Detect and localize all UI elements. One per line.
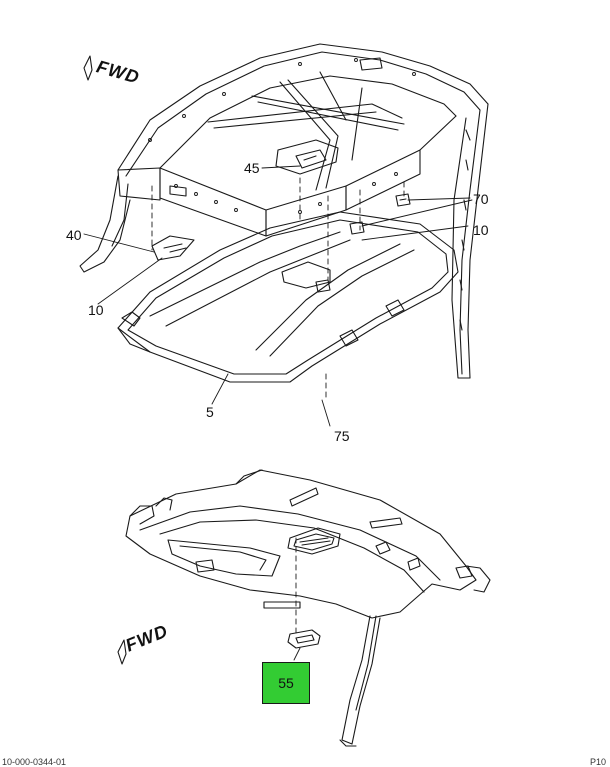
leader-lines	[83, 165, 473, 427]
callout-10-left: 10	[88, 302, 104, 318]
callout-5: 5	[206, 404, 214, 420]
callout-45: 45	[244, 160, 260, 176]
part-40-bracket	[151, 235, 195, 261]
callout-10-right: 10	[473, 222, 489, 238]
footer-page-code: P10	[589, 757, 606, 767]
callout-70: 70	[473, 191, 489, 207]
roof-frame	[79, 43, 489, 379]
footer-drawing-number: 10-000-0344-01	[2, 757, 67, 767]
fwd-arrow-top-icon	[83, 55, 93, 81]
callout-40: 40	[66, 227, 82, 243]
callout-55-highlight[interactable]: 55	[262, 662, 310, 704]
leader-55	[293, 647, 301, 661]
part-5-headliner	[117, 211, 459, 383]
part-45-overhead-bracket	[275, 139, 339, 175]
lower-cab-roof-assembly	[125, 469, 491, 747]
callout-75: 75	[334, 428, 350, 444]
assembly-guide-lines	[151, 177, 405, 637]
fwd-arrow-bottom-icon	[117, 639, 127, 665]
callout-55-text: 55	[278, 675, 294, 691]
part-55-dome-lamp	[287, 629, 321, 649]
